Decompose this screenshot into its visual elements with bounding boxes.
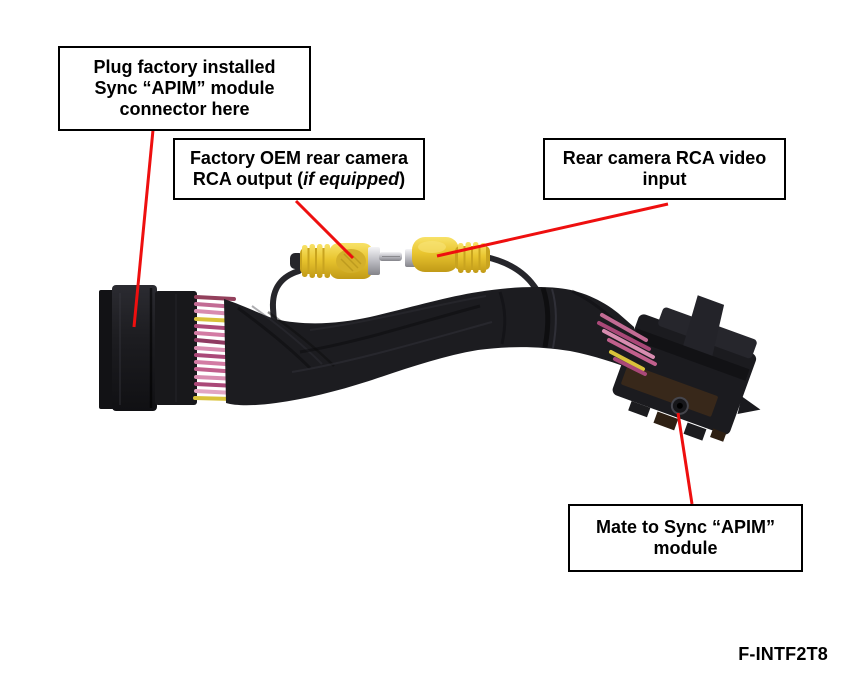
harness-fabric-texture [237,287,622,373]
callout-oem-output-text: Factory OEM rear camera RCA output (if e… [190,148,408,190]
pin-wires-right [597,313,657,376]
leader-line-apim-plug [132,129,155,328]
callout-rca-input-text: Rear camera RCA video input [562,148,767,189]
callout-oem-output-italic: if equipped [303,169,400,189]
callout-apim-plug: Plug factory installed Sync “APIM” modul… [58,46,311,131]
part-number: F-INTF2T8 [738,644,828,664]
callout-apim-plug-text: Plug factory installed Sync “APIM” modul… [93,57,276,119]
leader-line-apim-mate [676,412,694,505]
wire-harness-wrap [224,287,640,406]
callout-rca-input: Rear camera RCA video input [543,138,786,200]
leader-line-rca-input [436,202,669,258]
leader-line-oem-output [294,199,355,260]
callout-apim-mate: Mate to Sync “APIM” module [568,504,803,572]
female-rca-jack [405,237,490,273]
male-rca-plug [290,243,402,279]
callout-oem-output-prefix: Factory OEM rear camera RCA output ( [189,148,409,189]
apim-mate-connector [612,295,761,442]
callout-apim-mate-text: Mate to Sync “APIM” module [595,517,776,558]
leader-lines [132,129,694,505]
callout-oem-output: Factory OEM rear camera RCA output (if e… [173,138,425,200]
factory-apim-connector-plug [99,285,197,411]
callout-oem-output-suffix: ) [399,169,406,189]
